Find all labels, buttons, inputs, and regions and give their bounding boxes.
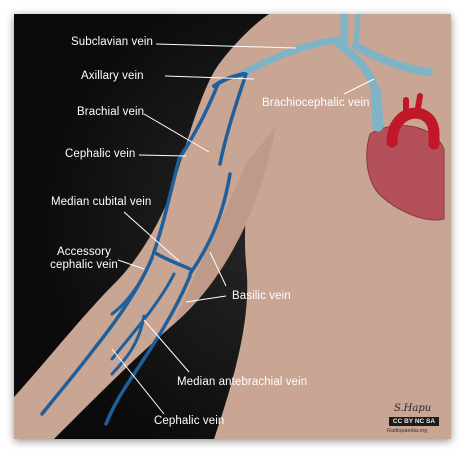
- label-median-cubital-vein: Median cubital vein: [51, 196, 151, 209]
- label-brachiocephalic-vein: Brachiocephalic vein: [262, 97, 369, 110]
- jugular-vein-branch-shape: [356, 14, 358, 46]
- label-accessory-cephalic-vein: Accessory cephalic vein: [48, 246, 120, 272]
- label-axillary-vein: Axillary vein: [81, 70, 144, 83]
- source-site: Radiopaedia.org: [387, 428, 427, 434]
- label-subclavian-vein: Subclavian vein: [71, 36, 153, 49]
- label-cephalic-vein-upper: Cephalic vein: [65, 148, 135, 161]
- diagram-frame: Subclavian vein Axillary vein Brachiocep…: [14, 14, 451, 439]
- artist-signature: S.Hapu: [394, 403, 431, 414]
- label-brachial-vein: Brachial vein: [77, 106, 144, 119]
- label-median-antebrachial-vein: Median antebrachial vein: [177, 376, 307, 389]
- license-badge: CC BY NC SA: [389, 417, 439, 426]
- superior-vena-cava-shape: [376, 92, 378, 126]
- label-basilic-vein: Basilic vein: [232, 290, 291, 303]
- label-accessory-line1: Accessory: [48, 246, 120, 259]
- label-accessory-line2: cephalic vein: [48, 259, 120, 272]
- label-cephalic-vein-lower: Cephalic vein: [154, 415, 224, 428]
